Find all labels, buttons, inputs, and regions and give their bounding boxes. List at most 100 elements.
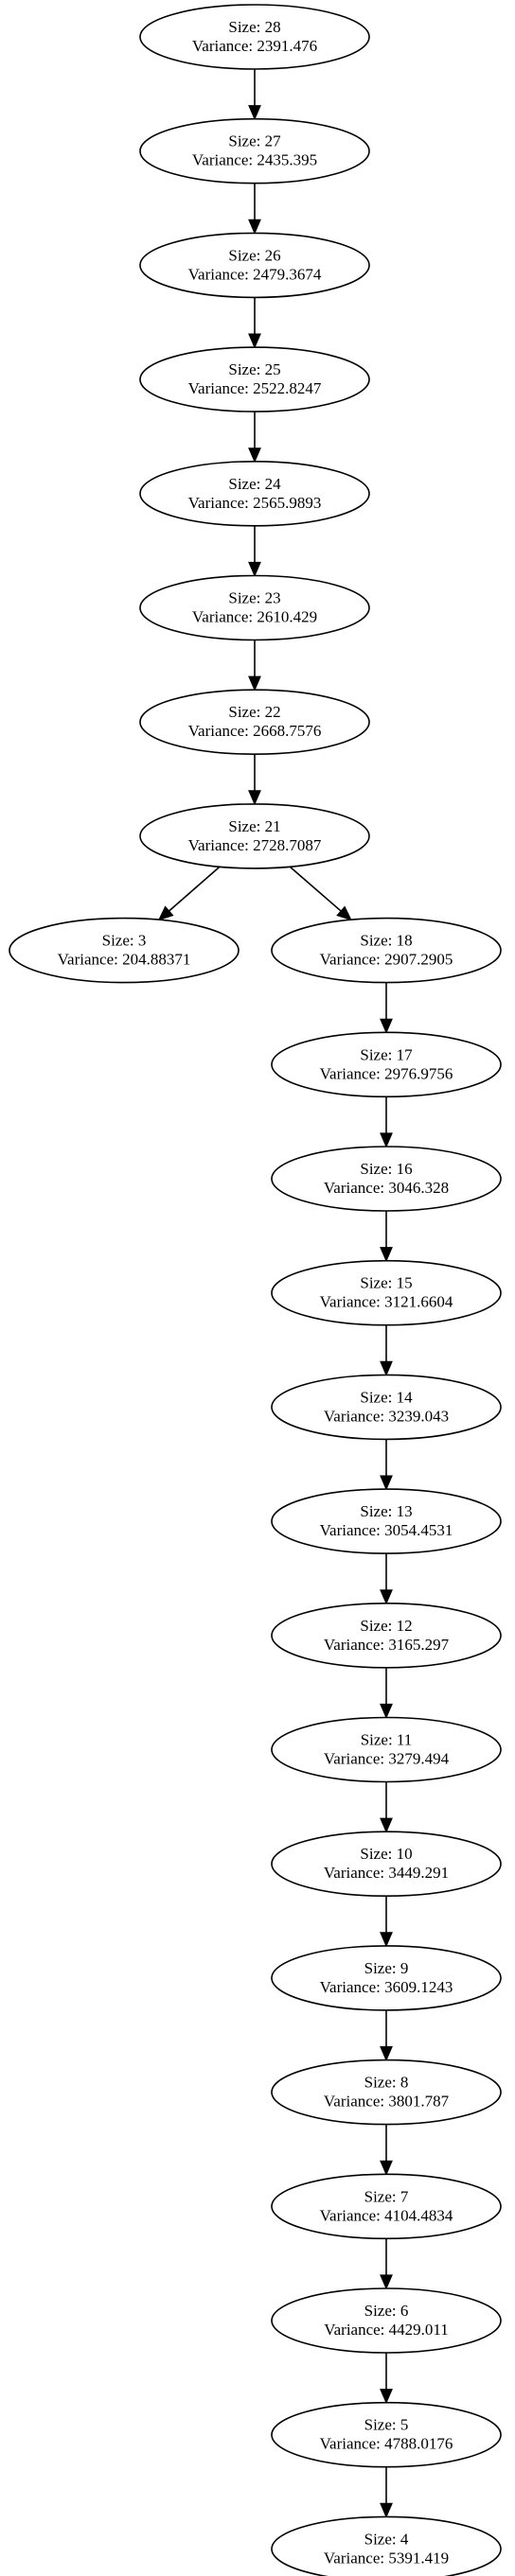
node-size-text: Size: 7: [364, 2187, 409, 2205]
edge-line: [289, 866, 342, 912]
edge-n25-to-n24: [248, 412, 261, 464]
edge-n13-to-n12: [380, 1553, 393, 1605]
arrowhead-icon: [248, 219, 261, 235]
arrowhead-icon: [248, 105, 261, 121]
node-size-text: Size: 16: [360, 1160, 412, 1178]
node-size-text: Size: 9: [364, 1959, 409, 1977]
node-variance-text: Variance: 3279.494: [324, 1750, 450, 1768]
arrowhead-icon: [248, 333, 261, 349]
arrowhead-icon: [336, 905, 352, 921]
node-variance-text: Variance: 2522.8247: [188, 379, 322, 397]
arrowhead-icon: [157, 905, 174, 921]
arrowhead-icon: [248, 447, 261, 464]
node-size-text: Size: 6: [364, 2302, 409, 2320]
node-size-text: Size: 13: [360, 1502, 412, 1520]
edge-n18-to-n17: [380, 982, 393, 1034]
edge-n26-to-n25: [248, 297, 261, 349]
node-ellipse: [271, 2059, 502, 2126]
node-ellipse: [271, 1259, 502, 1326]
node-variance-text: Variance: 3609.1243: [320, 1978, 453, 1996]
node-variance-text: Variance: 3046.328: [324, 1179, 449, 1197]
node-ellipse: [9, 917, 240, 984]
node-variance-text: Variance: 2976.9756: [320, 1064, 453, 1082]
node-variance-text: Variance: 2565.9893: [188, 494, 322, 512]
node-ellipse: [271, 1031, 502, 1098]
node-size-text: Size: 24: [228, 475, 281, 493]
edge-n14-to-n13: [380, 1439, 393, 1491]
node-ellipse: [139, 4, 370, 70]
arrowhead-icon: [380, 1932, 393, 1948]
arrowhead-icon: [248, 561, 261, 578]
edge-line: [169, 866, 221, 912]
edge-n23-to-n22: [248, 640, 261, 692]
node-size-text: Size: 18: [360, 932, 412, 950]
node-ellipse: [271, 1603, 502, 1669]
arrowhead-icon: [248, 675, 261, 692]
node-size-text: Size: 23: [228, 589, 280, 607]
node-ellipse: [139, 689, 370, 756]
node-variance-text: Variance: 5391.419: [324, 2549, 449, 2567]
node-size-text: Size: 15: [360, 1274, 412, 1292]
node-variance-text: Variance: 3165.297: [324, 1636, 450, 1654]
arrowhead-icon: [380, 1589, 393, 1605]
arrowhead-icon: [380, 2046, 393, 2062]
arrowhead-icon: [380, 2274, 393, 2290]
node-ellipse: [139, 232, 370, 299]
node-ellipse: [271, 1945, 502, 2011]
node-ellipse: [271, 1716, 502, 1783]
node-ellipse: [271, 1831, 502, 1897]
edge-n17-to-n16: [380, 1096, 393, 1148]
node-size-text: Size: 3: [102, 932, 147, 950]
node-variance-text: Variance: 3449.291: [324, 1864, 449, 1882]
node-variance-text: Variance: 2907.2905: [320, 951, 453, 969]
node-variance-text: Variance: 2610.429: [192, 608, 317, 626]
node-ellipse: [271, 2173, 502, 2240]
arrowhead-icon: [380, 1247, 393, 1263]
node-variance-text: Variance: 2479.3674: [188, 265, 322, 283]
node-size-text: Size: 4: [364, 2530, 409, 2548]
node-variance-text: Variance: 3239.043: [324, 1407, 449, 1425]
edge-n15-to-n14: [380, 1324, 393, 1376]
node-ellipse: [139, 803, 370, 869]
arrowhead-icon: [380, 1132, 393, 1148]
edge-n27-to-n26: [248, 183, 261, 235]
edge-n24-to-n23: [248, 525, 261, 578]
edge-n5-to-n4: [380, 2466, 393, 2518]
arrowhead-icon: [380, 1360, 393, 1376]
node-variance-text: Variance: 2668.7576: [188, 722, 322, 740]
node-ellipse: [271, 2287, 502, 2354]
edge-n28-to-n27: [248, 69, 261, 121]
node-ellipse: [271, 1488, 502, 1554]
edge-n22-to-n21: [248, 754, 261, 806]
node-ellipse: [271, 917, 502, 984]
edge-n8-to-n7: [380, 2124, 393, 2176]
node-size-text: Size: 22: [228, 703, 280, 721]
node-ellipse: [139, 346, 370, 412]
node-variance-text: Variance: 204.88371: [58, 951, 191, 969]
arrowhead-icon: [248, 790, 261, 806]
edge-n21-to-n18: [289, 866, 352, 921]
node-size-text: Size: 27: [228, 132, 281, 150]
node-size-text: Size: 25: [228, 360, 280, 378]
edge-n11-to-n10: [380, 1781, 393, 1833]
node-size-text: Size: 21: [228, 817, 280, 835]
node-variance-text: Variance: 2391.476: [192, 37, 317, 55]
